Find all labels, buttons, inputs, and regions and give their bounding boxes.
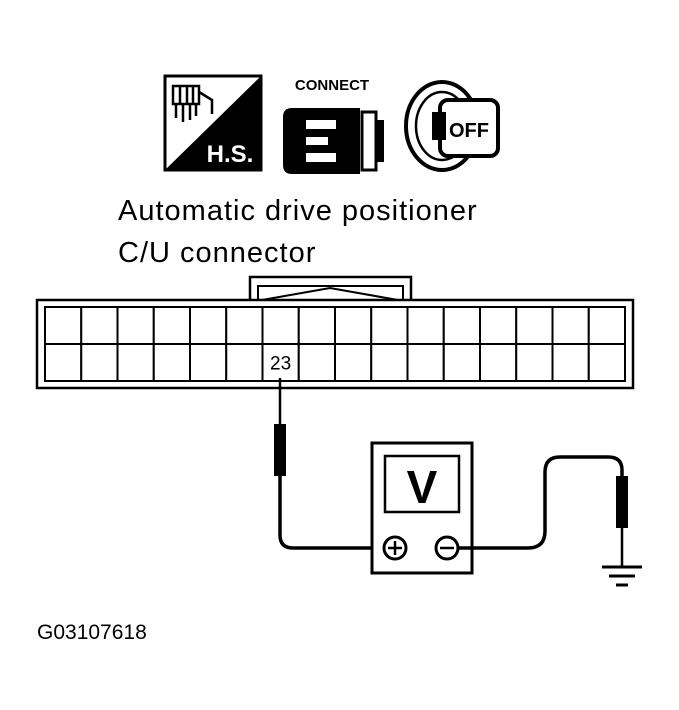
ground-icon bbox=[602, 565, 642, 587]
connector-terminal-cell bbox=[370, 343, 409, 382]
connector-terminal-cell bbox=[189, 343, 228, 382]
connector-terminal-cell bbox=[370, 306, 409, 345]
connector-terminal-cell bbox=[261, 306, 300, 345]
connector-terminal-cell bbox=[406, 343, 445, 382]
connector-terminal-cell bbox=[334, 306, 373, 345]
title-line-1: Automatic drive positioner bbox=[118, 195, 478, 227]
connector-terminal-cell bbox=[406, 306, 445, 345]
connect-plug-icon: CONNECT bbox=[283, 77, 384, 174]
connector-terminal-cell bbox=[515, 306, 554, 345]
connector-terminal-cell bbox=[334, 343, 373, 382]
figure-id: G03107618 bbox=[37, 621, 147, 644]
connector-terminal-cell bbox=[152, 343, 191, 382]
connector-terminal-cell bbox=[297, 343, 336, 382]
connector-terminal-cell bbox=[551, 306, 590, 345]
connector-terminal-cell bbox=[515, 343, 554, 382]
connector-terminal-grid bbox=[44, 306, 626, 382]
ignition-icon-label: OFF bbox=[449, 120, 489, 142]
title-line-2: C/U connector bbox=[118, 237, 316, 269]
connector-terminal-cell bbox=[152, 306, 191, 345]
negative-terminal-icon bbox=[434, 535, 460, 561]
connector-terminal-cell bbox=[442, 343, 481, 382]
connector-terminal-cell bbox=[587, 306, 626, 345]
connector-terminal-cell bbox=[225, 306, 264, 345]
connector-terminal-cell bbox=[80, 343, 119, 382]
voltmeter-label: V bbox=[407, 461, 438, 513]
harness-connector-icon: H.S. bbox=[163, 74, 263, 172]
connector-terminal-cell bbox=[189, 306, 228, 345]
connector-terminal-cell bbox=[551, 343, 590, 382]
negative-probe-lead bbox=[458, 455, 628, 566]
connector: 23 bbox=[35, 275, 635, 390]
connector-terminal-cell bbox=[116, 306, 155, 345]
terminal-23-label: 23 bbox=[270, 354, 291, 375]
ignition-key-off-icon: OFF bbox=[404, 80, 500, 172]
connector-terminal-cell bbox=[80, 306, 119, 345]
connector-terminal-cell bbox=[44, 306, 83, 345]
positive-terminal-icon bbox=[382, 535, 408, 561]
connector-terminal-cell bbox=[44, 343, 83, 382]
connector-terminal-cell bbox=[225, 343, 264, 382]
connector-terminal-cell bbox=[587, 343, 626, 382]
harness-icon-label: H.S. bbox=[207, 141, 254, 168]
connector-terminal-cell bbox=[261, 343, 300, 382]
connector-terminal-cell bbox=[116, 343, 155, 382]
connector-terminal-cell bbox=[297, 306, 336, 345]
connect-icon-label: CONNECT bbox=[295, 77, 369, 94]
connector-terminal-cell bbox=[442, 306, 481, 345]
connector-terminal-cell bbox=[479, 306, 518, 345]
positive-probe-lead bbox=[274, 378, 384, 550]
voltmeter: V bbox=[370, 441, 474, 575]
connector-terminal-cell bbox=[479, 343, 518, 382]
